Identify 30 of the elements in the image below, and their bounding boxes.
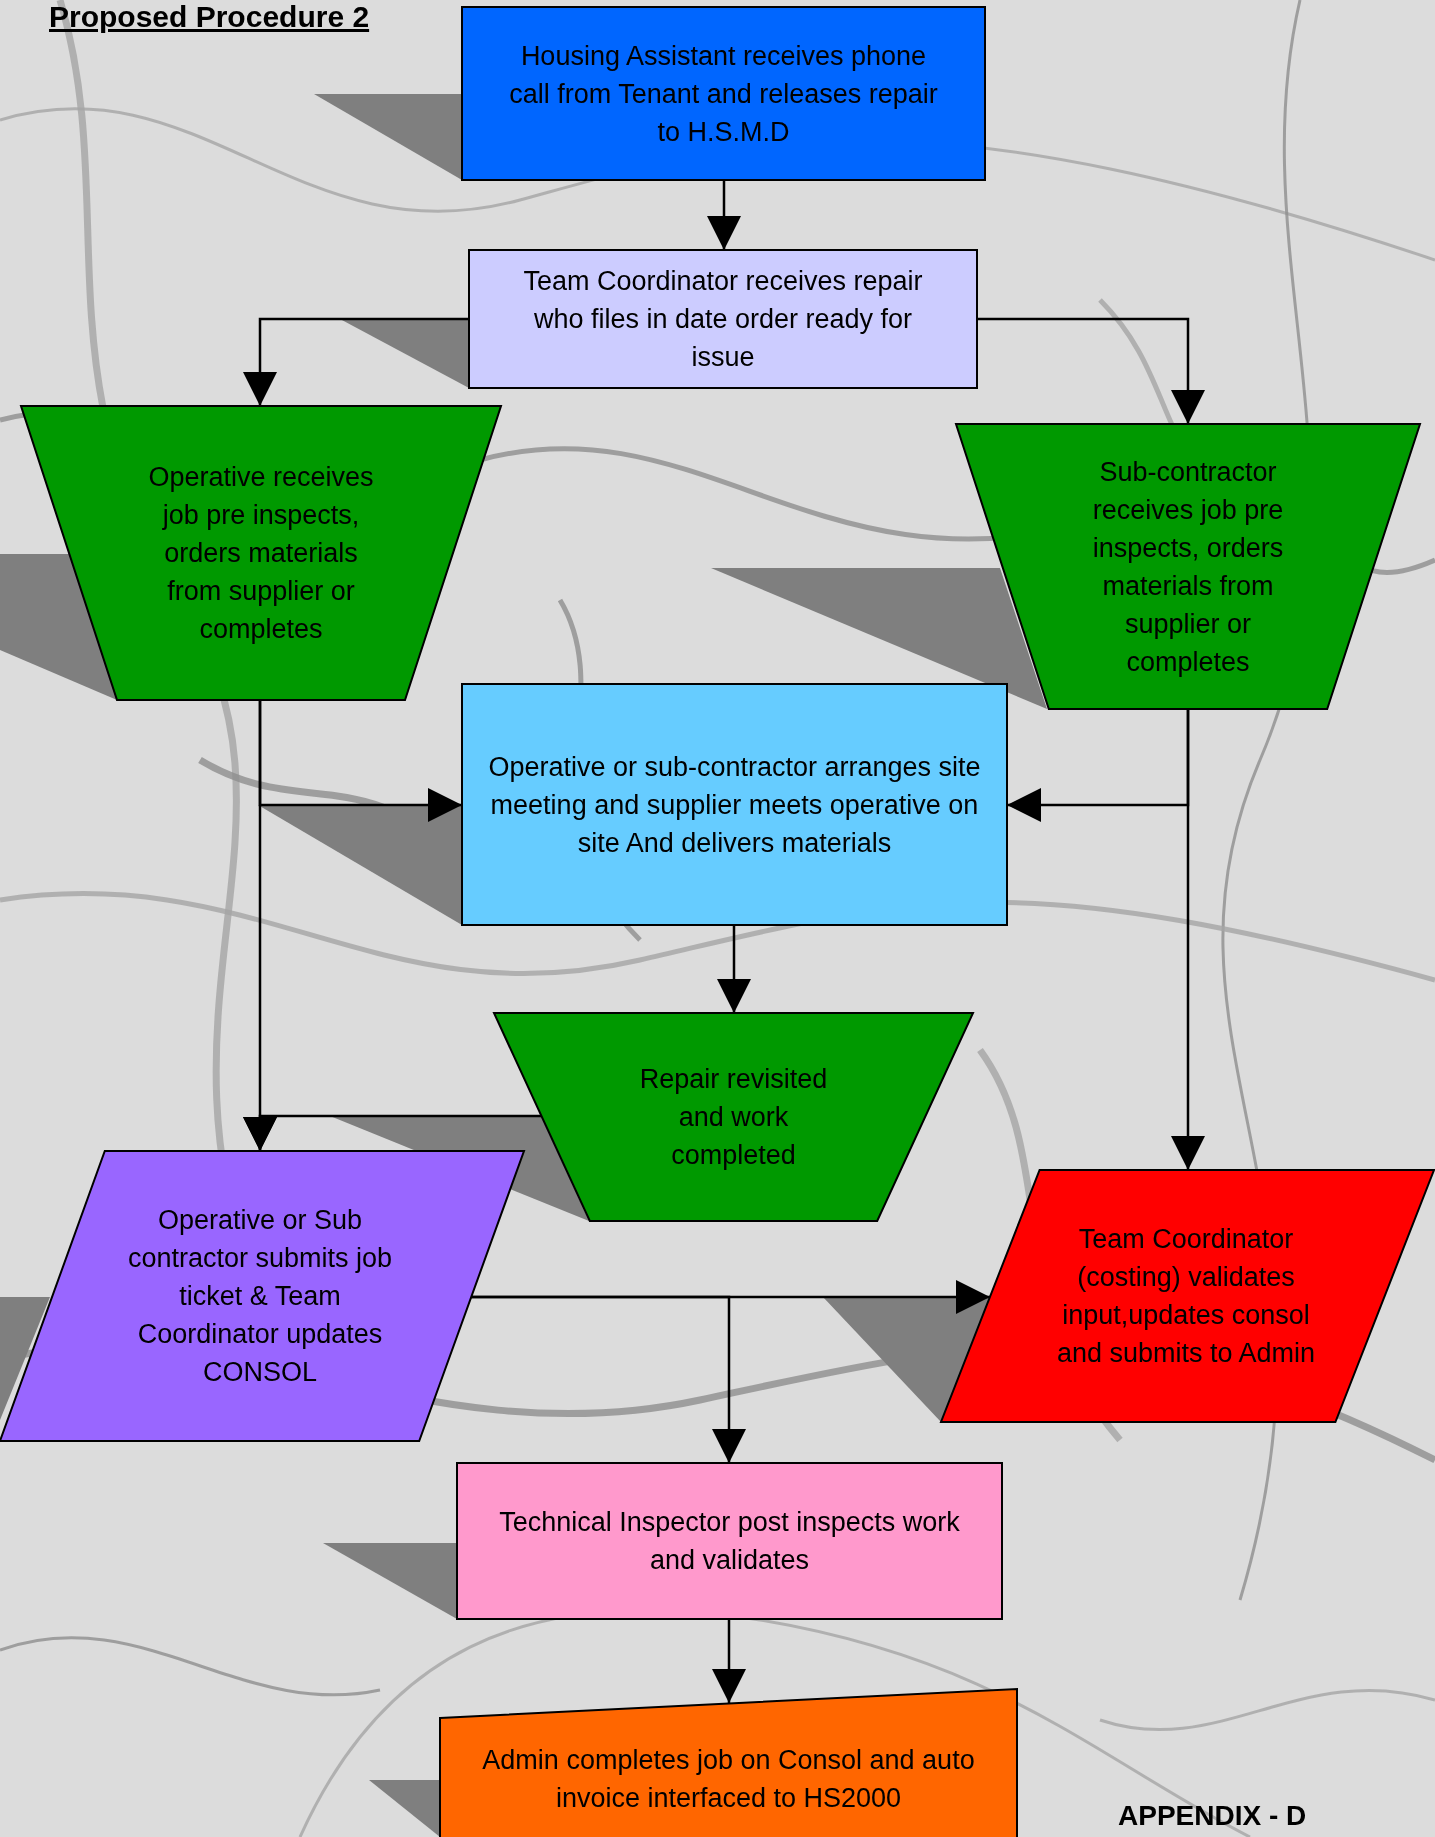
arrow — [717, 925, 751, 1013]
page-title: Proposed Procedure 2 — [49, 0, 370, 34]
arrow — [977, 317, 1205, 424]
arrow — [707, 180, 741, 250]
step-text: Repair revisited and work completed — [638, 1063, 829, 1172]
step-text: Operative or Sub contractor submits job ticket & Team Coordinator updates CONSOL — [126, 1204, 394, 1389]
trapezoid-step — [494, 1013, 973, 1221]
parallelogram-step — [0, 1151, 524, 1441]
arrow — [471, 1295, 746, 1463]
arrow — [243, 1114, 541, 1151]
step-text: Housing Assistant receives phone call from Tenant and releases repair to H.S.M.D — [508, 39, 939, 149]
step-text: Operative or sub-contractor arranges site meeting and supplier meets operative on site And delivers materials — [487, 750, 982, 860]
trapezoid-step — [956, 424, 1420, 709]
process-box — [457, 1463, 1002, 1619]
arrow — [1171, 709, 1205, 1170]
process-box — [462, 7, 985, 180]
arrow — [243, 317, 469, 406]
step-text: Technical Inspector post inspects work and validates — [498, 1506, 961, 1577]
arrow — [712, 1619, 746, 1703]
trapezoid-step — [21, 406, 501, 700]
step-text: Team Coordinator receives repair who files in date order ready for issue — [522, 265, 924, 374]
step-text: Operative receives job pre inspects, orders materials from supplier or completes — [147, 461, 375, 646]
appendix-label: APPENDIX - D — [1118, 1800, 1307, 1832]
process-box — [469, 250, 977, 388]
parallelogram-step — [941, 1170, 1434, 1422]
step-text: Sub-contractor receives job pre inspects, orders materials from supplier or completes — [1091, 455, 1285, 679]
process-box — [462, 684, 1007, 925]
manual-input-shape — [440, 1689, 1017, 1837]
step-text: Admin completes job on Consol and auto invoice interfaced to HS2000 — [481, 1744, 976, 1815]
step-text: Team Coordinator (costing) validates input,updates consol and submits to Admin — [1056, 1223, 1316, 1370]
